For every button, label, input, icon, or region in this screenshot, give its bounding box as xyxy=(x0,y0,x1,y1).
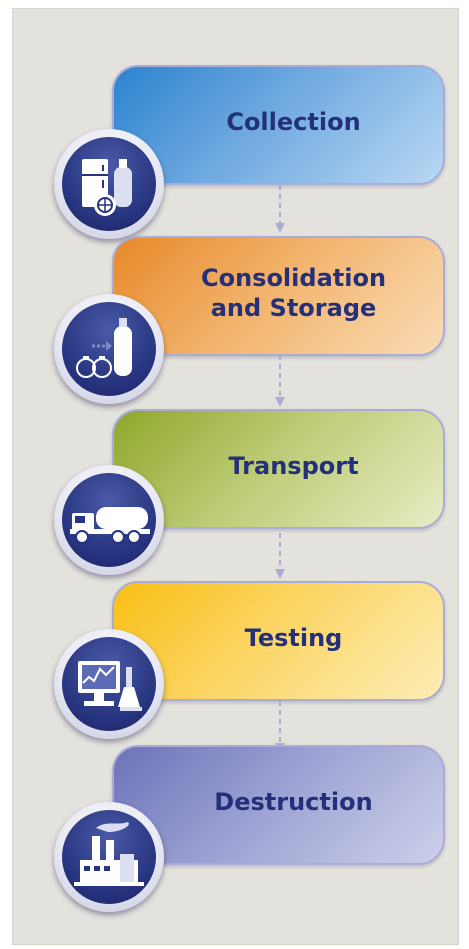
gas-cylinders-icon xyxy=(54,294,164,404)
step-testing: Testing xyxy=(112,581,445,701)
step-label: Collection xyxy=(226,108,361,136)
step-label: Destruction xyxy=(214,788,373,816)
tanker-truck-icon xyxy=(54,465,164,575)
refrigerator-and-cylinder-icon xyxy=(54,129,164,239)
flow-arrow xyxy=(275,185,285,233)
step-destruction: Destruction xyxy=(112,745,445,865)
step-label: Transport xyxy=(228,452,359,480)
flow-arrow xyxy=(275,533,285,579)
process-flow-panel: Collection Consolidation and Storage xyxy=(12,8,459,945)
lab-computer-icon xyxy=(54,629,164,739)
flow-arrow xyxy=(275,355,285,407)
step-label: Testing xyxy=(244,624,343,652)
step-collection: Collection xyxy=(112,65,445,185)
step-transport: Transport xyxy=(112,409,445,529)
step-label: Consolidation and Storage xyxy=(200,264,387,322)
factory-icon xyxy=(54,802,164,912)
